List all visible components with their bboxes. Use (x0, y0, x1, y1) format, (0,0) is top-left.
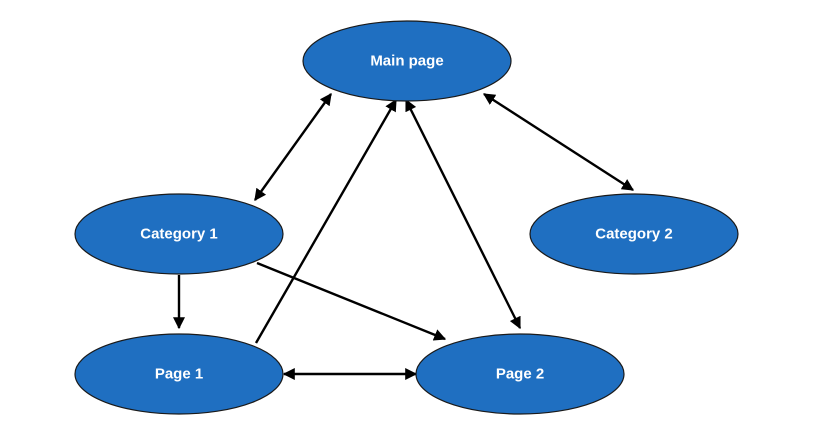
node-page-2[interactable]: Page 2 (415, 333, 625, 415)
edge-page-1-main-page (254, 98, 398, 344)
edge-main-page-category-1 (254, 93, 332, 201)
node-main-page-shape (302, 20, 512, 102)
node-page-1[interactable]: Page 1 (74, 333, 284, 415)
node-main-page[interactable]: Main page (302, 20, 512, 102)
node-category-2[interactable]: Category 2 (529, 193, 739, 275)
node-main-page-label: Main page (370, 53, 443, 70)
node-category-2-shape (529, 193, 739, 275)
node-page-2-shape (415, 333, 625, 415)
node-page-1-label: Page 1 (155, 366, 203, 383)
node-category-1-shape (74, 193, 284, 275)
node-category-1-label: Category 1 (140, 226, 218, 243)
edges-group (173, 92, 635, 380)
edge-main-page-page-2 (404, 98, 522, 330)
node-page-2-label: Page 2 (496, 366, 544, 383)
edge-main-page-category-2 (482, 92, 635, 192)
node-category-1[interactable]: Category 1 (74, 193, 284, 275)
edge-category-1-page-2 (256, 261, 447, 341)
node-category-2-label: Category 2 (595, 226, 673, 243)
node-page-1-shape (74, 333, 284, 415)
